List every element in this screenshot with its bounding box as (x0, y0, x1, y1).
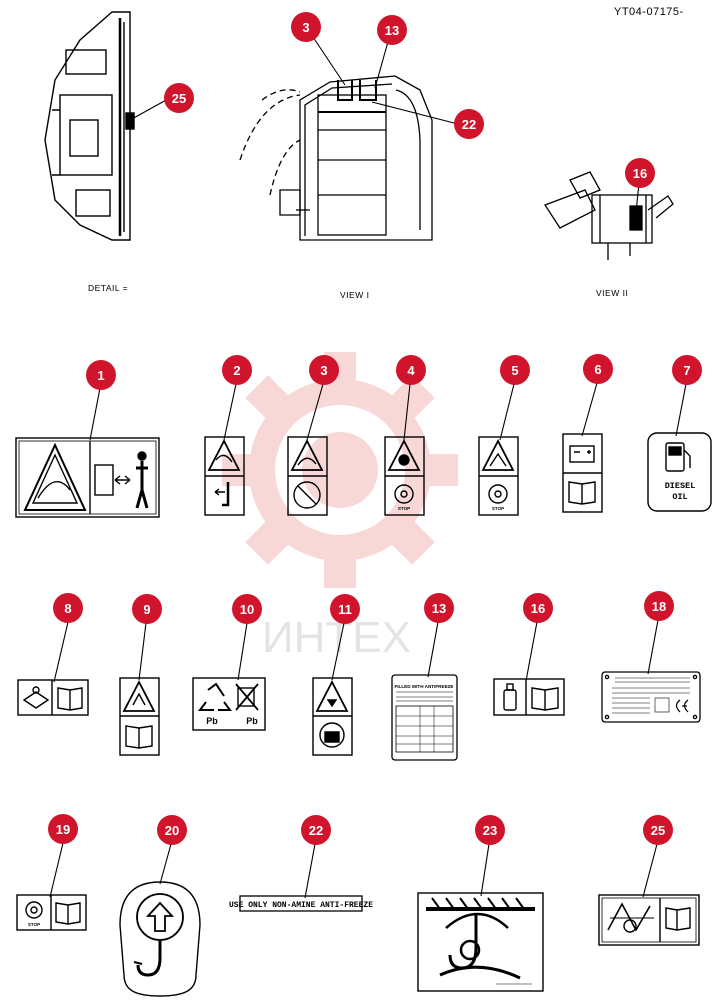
caption-view-2: VIEW II (596, 288, 629, 298)
callout-13: 13 (424, 593, 454, 623)
svg-text:13: 13 (385, 23, 399, 38)
svg-text:7: 7 (683, 363, 690, 378)
callout-25-top: 25 (164, 83, 194, 113)
svg-text:19: 19 (56, 822, 70, 837)
callout-9: 9 (132, 594, 162, 624)
svg-text:3: 3 (302, 20, 309, 35)
callout-5: 5 (500, 355, 530, 385)
svg-text:16: 16 (531, 601, 545, 616)
svg-text:6: 6 (594, 362, 601, 377)
caption-detail: DETAIL = (88, 283, 129, 293)
svg-text:18: 18 (652, 599, 666, 614)
svg-text:22: 22 (462, 117, 476, 132)
caption-view-1: VIEW I (340, 290, 370, 300)
callout-badges: 25 3 13 22 16 1 2 3 4 5 6 7 8 9 10 11 13… (48, 12, 702, 845)
svg-text:10: 10 (240, 602, 254, 617)
svg-text:13: 13 (432, 601, 446, 616)
view-1-machine-drawing (239, 75, 433, 241)
callout-2: 2 (222, 355, 252, 385)
label-16-sticker (493, 678, 565, 716)
callout-10: 10 (232, 594, 262, 624)
svg-text:11: 11 (338, 602, 352, 617)
callout-18: 18 (644, 591, 674, 621)
callout-23: 23 (475, 815, 505, 845)
callout-3: 3 (309, 355, 339, 385)
label-1-sticker (15, 437, 160, 518)
callout-13-top: 13 (377, 15, 407, 45)
detail-door-drawing (44, 11, 135, 241)
callout-8: 8 (53, 593, 83, 623)
top-leader-lines (129, 27, 641, 213)
svg-text:1: 1 (97, 368, 104, 383)
label-19-stop-text: STOP (28, 922, 40, 927)
svg-text:16: 16 (633, 166, 647, 181)
svg-text:3: 3 (320, 363, 327, 378)
label-6-sticker (562, 433, 603, 513)
label-20-lift-hook-sticker (119, 881, 201, 997)
label-leader-lines (49, 382, 687, 899)
callout-1: 1 (86, 360, 116, 390)
svg-text:8: 8 (64, 601, 71, 616)
callout-22: 22 (301, 815, 331, 845)
label-13-title: FILLED WITH ANTIFREEZE (394, 684, 453, 689)
callout-6: 6 (583, 354, 613, 384)
callout-25: 25 (643, 815, 673, 845)
svg-text:20: 20 (165, 823, 179, 838)
label-25-sticker (598, 894, 700, 946)
watermark-gear-icon (222, 352, 458, 588)
callout-16-top: 16 (625, 158, 655, 188)
callout-11: 11 (330, 594, 360, 624)
label-8-sticker (17, 679, 89, 716)
svg-text:23: 23 (483, 823, 497, 838)
label-23-lifting-sticker (417, 892, 544, 992)
label-22-text: USE ONLY NON-AMINE ANTI-FREEZE (229, 901, 373, 910)
svg-text:5: 5 (511, 363, 518, 378)
callout-7: 7 (672, 355, 702, 385)
callout-3-top: 3 (291, 12, 321, 42)
label-7-diesel-text: DIESEL (665, 481, 696, 491)
svg-text:9: 9 (143, 602, 150, 617)
label-19-sticker: STOP (16, 894, 87, 931)
svg-text:2: 2 (233, 363, 240, 378)
svg-text:25: 25 (651, 823, 665, 838)
svg-text:4: 4 (407, 363, 415, 378)
label-13-antifreeze-plate: FILLED WITH ANTIFREEZE (391, 674, 458, 761)
callout-19: 19 (48, 814, 78, 844)
label-5-sticker: STOP (478, 436, 519, 516)
callout-16: 16 (523, 593, 553, 623)
label-7-diesel-sticker: DIESEL OIL (647, 432, 712, 512)
label-10-pb-right: Pb (246, 716, 258, 726)
svg-text:22: 22 (309, 823, 323, 838)
label-11-sticker (312, 677, 353, 756)
label-18-data-plate (601, 671, 701, 723)
label-10-recycle-sticker: Pb Pb (192, 677, 266, 731)
svg-text:25: 25 (172, 91, 186, 106)
callout-4: 4 (396, 355, 426, 385)
label-10-pb-left: Pb (206, 716, 218, 726)
label-2-sticker (204, 436, 245, 516)
label-7-oil-text: OIL (672, 492, 687, 502)
label-9-sticker (119, 677, 160, 756)
label-4-stop-text: STOP (398, 506, 410, 511)
document-code: YT04-07175- (614, 6, 684, 18)
label-5-stop-text: STOP (492, 506, 504, 511)
view-2-pump-drawing (544, 171, 674, 260)
callout-22-top: 22 (454, 109, 484, 139)
callout-20: 20 (157, 815, 187, 845)
label-22-antifreeze-strip: USE ONLY NON-AMINE ANTI-FREEZE (229, 895, 373, 912)
